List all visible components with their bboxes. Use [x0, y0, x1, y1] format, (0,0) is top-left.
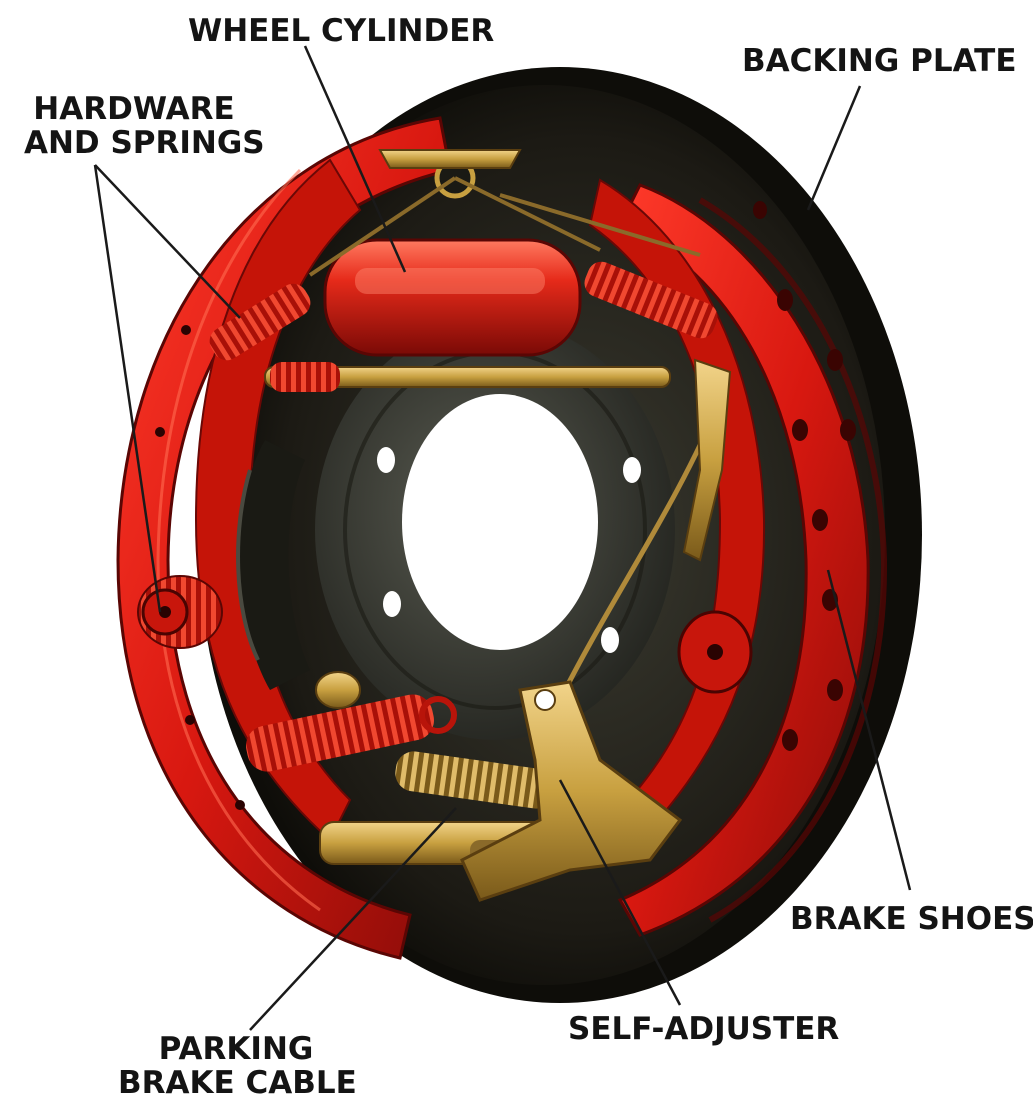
- wheel-cylinder: [323, 149, 582, 357]
- hold-down-left: [137, 575, 223, 649]
- wheel-cylinder-label: WHEEL CYLINDER: [188, 13, 495, 49]
- parking-label-line2: BRAKE CABLE: [118, 1065, 357, 1101]
- leader-self-adjuster: [558, 779, 682, 1006]
- leader-wheel-cylinder: [303, 45, 407, 273]
- backing-plate-label: BACKING PLATE: [742, 43, 1017, 79]
- leader-lines: [93, 45, 912, 1031]
- self-adjuster-lever: [315, 671, 683, 902]
- hold-down-right: [677, 610, 753, 694]
- hub: [315, 320, 675, 740]
- brake-shoes-label: BRAKE SHOES: [790, 901, 1033, 937]
- leader-brake-shoes: [826, 569, 912, 891]
- parking-label-line1: PARKING: [158, 1031, 314, 1067]
- leader-parking-cable: [249, 807, 457, 1031]
- hardware-and-springs-label: HARDWARE AND SPRINGS: [24, 91, 265, 161]
- spring-wires: [308, 176, 701, 277]
- leader-hardware-2: [93, 164, 162, 613]
- parking-brake-lever: [682, 358, 732, 562]
- hardware-label-line2: AND SPRINGS: [24, 125, 265, 161]
- leader-backing-plate: [806, 85, 862, 211]
- bottom-spring-brass: [395, 751, 555, 809]
- return-spring-right: [584, 261, 718, 339]
- return-spring-left: [209, 283, 311, 361]
- drum-flange: [236, 440, 310, 690]
- rod-spring: [270, 362, 340, 392]
- brake-shoe-left: [116, 116, 452, 960]
- parking-brake-cable-label: PARKING BRAKE CABLE: [118, 1031, 357, 1101]
- hardware-label-line1: HARDWARE: [33, 91, 235, 127]
- brake-shoe-right: [617, 183, 888, 937]
- leader-hardware-1: [94, 164, 241, 319]
- adjuster-rod: [264, 366, 671, 388]
- self-adjuster-label: SELF-ADJUSTER: [568, 1011, 840, 1047]
- bottom-spring-red: [246, 694, 457, 772]
